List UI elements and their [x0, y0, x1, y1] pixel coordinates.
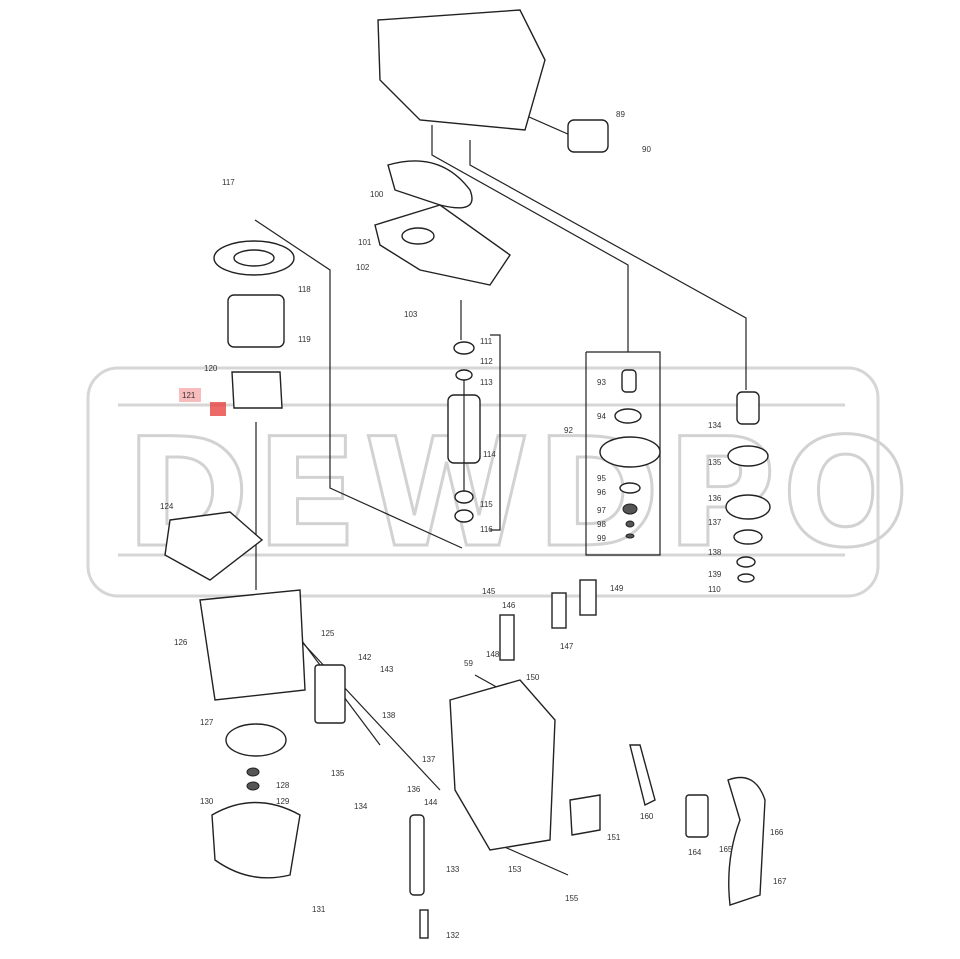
part-label[interactable]: 142 [358, 653, 372, 662]
part-label[interactable]: 138 [708, 548, 722, 557]
part-121-highlighted [210, 402, 226, 416]
watermark: DEWDPO [86, 366, 915, 598]
part-124-drawing [164, 511, 264, 581]
part-label[interactable]: 101 [358, 238, 372, 247]
part-label[interactable]: 135 [708, 458, 722, 467]
part-labels: 89 90 100 101 102 103 111 112 113 114 11… [160, 110, 787, 940]
part-166-side-handle [727, 776, 766, 906]
part-label[interactable]: 166 [770, 828, 784, 837]
part-label[interactable]: 103 [404, 310, 418, 319]
part-label[interactable]: 134 [708, 421, 722, 430]
part-label[interactable]: 150 [526, 673, 540, 682]
part-label[interactable]: 130 [200, 797, 214, 806]
part-label[interactable]: 143 [380, 665, 394, 674]
part-label[interactable]: 95 [597, 474, 606, 483]
part-label[interactable]: 113 [480, 378, 493, 387]
part-label[interactable]: 94 [597, 412, 606, 421]
part-label[interactable]: 112 [480, 357, 493, 366]
part-label[interactable]: 145 [482, 587, 496, 596]
part-label[interactable]: 99 [597, 534, 606, 543]
part-label[interactable]: 115 [480, 500, 493, 509]
part-label[interactable]: 90 [642, 145, 651, 154]
part-label[interactable]: 119 [298, 335, 311, 344]
part-label[interactable]: 102 [356, 263, 370, 272]
part-label[interactable]: 125 [321, 629, 335, 638]
part-100-gasket [387, 160, 473, 209]
part-label[interactable]: 165 [719, 845, 733, 854]
part-label[interactable]: 137 [422, 755, 436, 764]
part-153-handle-housing [449, 679, 556, 851]
part-label[interactable]: 136 [407, 785, 421, 794]
part-label[interactable]: 160 [640, 812, 654, 821]
part-label[interactable]: 110 [708, 585, 721, 594]
part-95-gear [599, 436, 661, 468]
part-label[interactable]: 164 [688, 848, 702, 857]
part-label[interactable]: 93 [597, 378, 606, 387]
part-127-fan [225, 723, 287, 757]
part-142-drawing [314, 664, 346, 724]
part-label[interactable]: 149 [610, 584, 624, 593]
part-label[interactable]: 120 [204, 364, 218, 373]
part-label[interactable]: 116 [480, 525, 493, 534]
part-label[interactable]: 89 [616, 110, 625, 119]
part-label[interactable]: 151 [607, 833, 621, 842]
part-130-cover [211, 801, 301, 879]
gear-housing [377, 9, 546, 131]
part-label[interactable]: 118 [298, 285, 311, 294]
part-label[interactable]: 131 [312, 905, 326, 914]
part-120-brush-holder [231, 371, 283, 409]
parts-drawings [164, 9, 771, 939]
part-label[interactable]: 147 [560, 642, 574, 651]
part-89-drawing [567, 119, 609, 153]
part-label[interactable]: 136 [708, 494, 722, 503]
part-label[interactable]: 97 [597, 506, 606, 515]
highlight-box [179, 388, 201, 402]
part-label[interactable]: 124 [160, 502, 174, 511]
part-label[interactable]: 138 [382, 711, 396, 720]
part-label[interactable]: 96 [597, 488, 606, 497]
part-label[interactable]: 167 [773, 877, 787, 886]
part-label[interactable]: 139 [708, 570, 722, 579]
part-label[interactable]: 153 [508, 865, 522, 874]
part-label[interactable]: 114 [483, 450, 496, 459]
part-label[interactable]: 137 [708, 518, 722, 527]
part-label[interactable]: 146 [502, 601, 516, 610]
part-label[interactable]: 133 [446, 865, 460, 874]
watermark-text: DEWDPO [125, 407, 915, 581]
part-label[interactable]: 126 [174, 638, 188, 647]
part-label[interactable]: 92 [564, 426, 573, 435]
part-label[interactable]: 148 [486, 650, 500, 659]
part-label[interactable]: 98 [597, 520, 606, 529]
part-label[interactable]: 100 [370, 190, 384, 199]
part-label[interactable]: 111 [480, 337, 493, 346]
part-label[interactable]: 128 [276, 781, 290, 790]
part-label[interactable]: 127 [200, 718, 214, 727]
part-label[interactable]: 144 [424, 798, 438, 807]
part-119-stator [227, 294, 285, 348]
part-label-highlighted[interactable]: 121 [182, 391, 196, 400]
part-125-motor-housing [199, 589, 306, 701]
part-label[interactable]: 135 [331, 769, 345, 778]
part-101-plate [374, 204, 511, 286]
part-label[interactable]: 155 [565, 894, 579, 903]
part-label[interactable]: 129 [276, 797, 290, 806]
part-label[interactable]: 117 [222, 178, 235, 187]
part-label[interactable]: 134 [354, 802, 368, 811]
part-label[interactable]: 59 [464, 659, 473, 668]
part-133-tube [409, 814, 425, 896]
part-label[interactable]: 132 [446, 931, 460, 940]
